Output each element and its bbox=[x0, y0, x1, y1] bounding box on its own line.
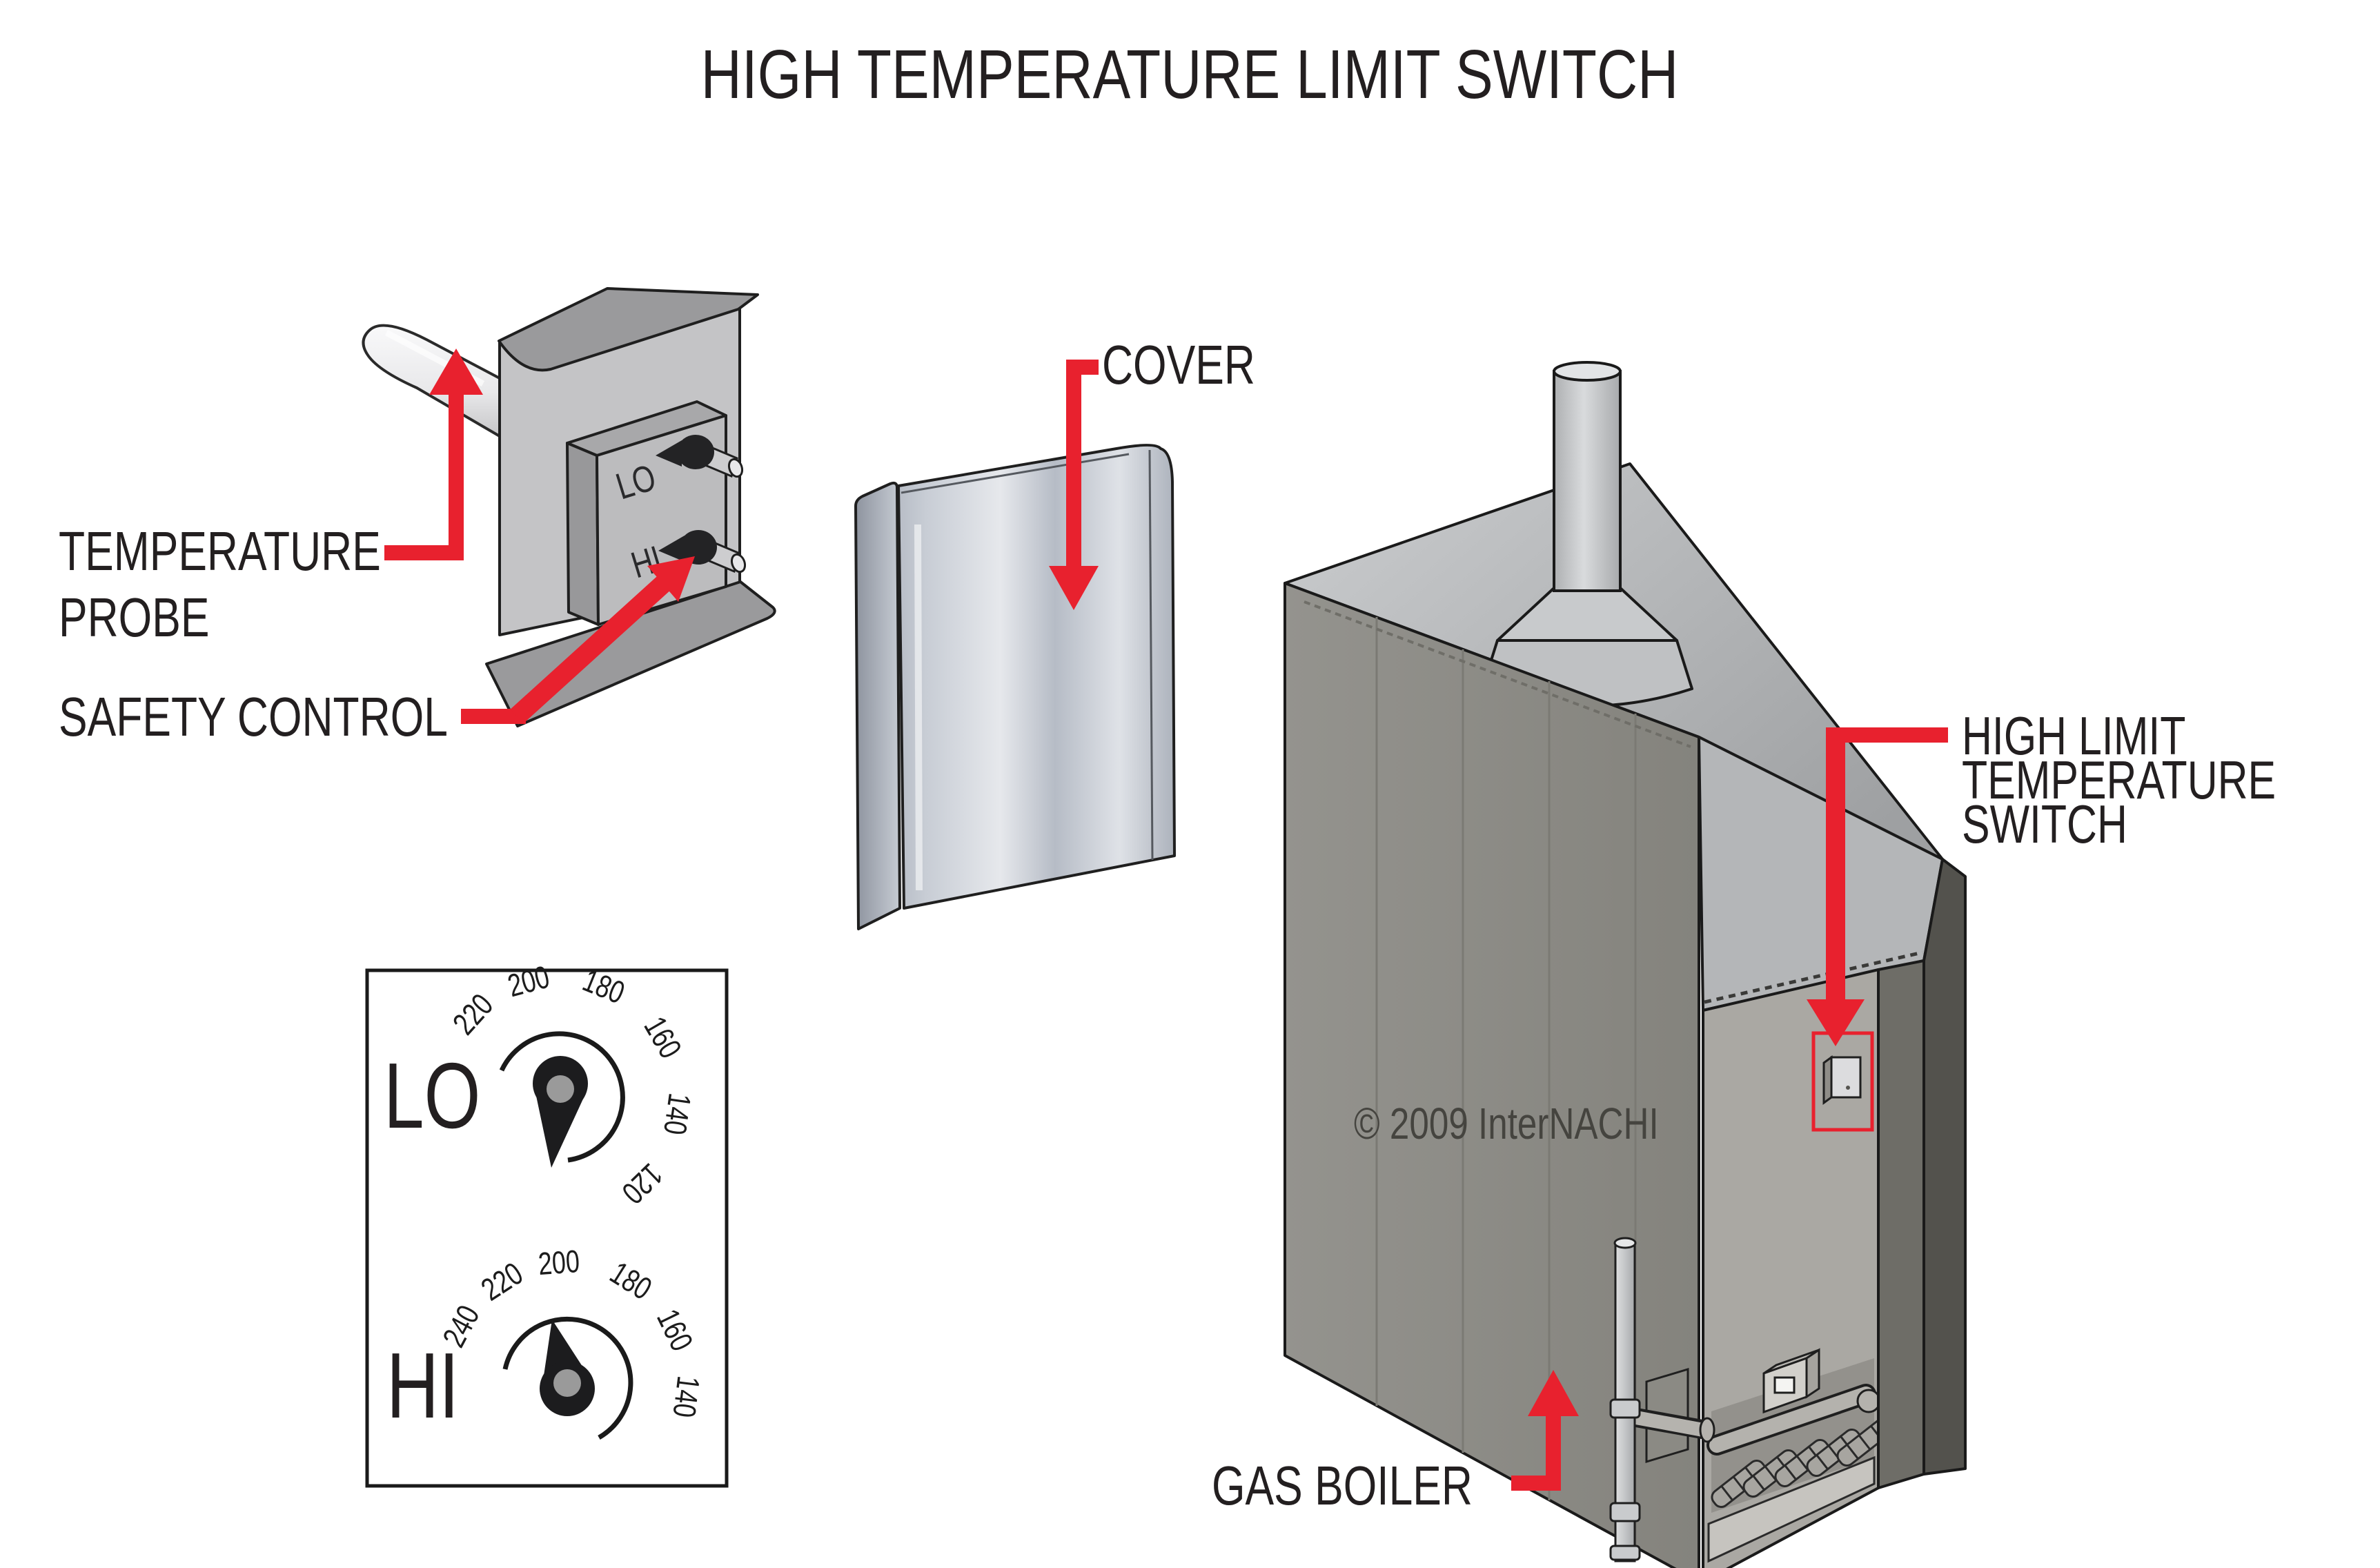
temperature-probe-label-line2: PROBE bbox=[59, 587, 209, 649]
lo-dial-arc bbox=[499, 1031, 625, 1163]
gas-boiler-label: GAS BOILER bbox=[1212, 1456, 1473, 1517]
gas-boiler-leader-arrow-icon bbox=[1511, 1370, 1579, 1491]
flue-pipe-opening bbox=[1553, 361, 1622, 382]
high-limit-label-line1: HIGH LIMIT bbox=[1962, 706, 2185, 766]
cover-shape bbox=[854, 444, 1176, 930]
lo-knob-icon bbox=[656, 435, 744, 478]
lo-dial-knob-center bbox=[547, 1075, 574, 1103]
cover-right-edge-line bbox=[1148, 449, 1154, 861]
high-limit-label-line2: TEMPERATURE bbox=[1962, 750, 2276, 810]
side-top-serration bbox=[1304, 600, 1691, 748]
hi-dial-arc bbox=[502, 1316, 633, 1440]
temperature-probe-leader-arrow-icon bbox=[384, 349, 483, 560]
burner-tray bbox=[1707, 1456, 1876, 1563]
cover-label: COVER bbox=[1102, 335, 1255, 396]
boiler-front-right-frame bbox=[1877, 959, 1925, 1489]
cover-top-edge-line bbox=[901, 453, 1130, 494]
top-lip-serration-1 bbox=[1704, 950, 1923, 1004]
dial-detail-panel: LO 220 200 180 160 140 120 HI 240 220 20… bbox=[365, 959, 729, 1488]
copyright-text: © 2009 InterNACHI bbox=[1354, 1100, 1659, 1149]
gas-manifold bbox=[1707, 1384, 1881, 1456]
safety-control-label: SAFETY CONTROL bbox=[59, 687, 448, 748]
hi-knob-icon bbox=[658, 530, 747, 574]
dial-tick-label: 140 bbox=[666, 1374, 706, 1420]
cover-highlight bbox=[914, 524, 923, 891]
high-limit-label-line3: SWITCH bbox=[1962, 794, 2127, 854]
high-limit-leader-arrow-icon bbox=[1807, 727, 1948, 1046]
high-limit-switch-shape bbox=[1822, 1055, 1862, 1105]
safety-control-assembly: LO HI bbox=[362, 287, 776, 727]
bracket-top-flange bbox=[498, 287, 759, 372]
page-title: HIGH TEMPERATURE LIMIT SWITCH bbox=[701, 36, 1679, 113]
lo-dial-name: LO bbox=[384, 1043, 480, 1148]
dial-tick-label: 200 bbox=[537, 1244, 580, 1282]
gas-boiler: © 2009 InterNACHI bbox=[1284, 361, 1967, 1568]
control-box-side bbox=[566, 442, 600, 626]
boiler-right-edge bbox=[1922, 858, 1967, 1476]
lo-dial-pointer bbox=[536, 1096, 584, 1168]
boiler-side-face bbox=[1284, 582, 1700, 1568]
hi-dial-knob-center bbox=[553, 1369, 581, 1397]
safety-control-leader-arrow-icon bbox=[461, 556, 695, 724]
gas-supply-pipe bbox=[1609, 1237, 1715, 1562]
temperature-probe-label-line1: TEMPERATURE bbox=[59, 521, 381, 582]
temperature-probe-shape bbox=[362, 324, 501, 438]
cover-face bbox=[897, 444, 1176, 910]
cover-left-flange bbox=[854, 481, 901, 930]
gas-valve bbox=[1762, 1348, 1820, 1414]
flue-upper-pipe bbox=[1553, 370, 1622, 592]
cover-leader-arrow-icon bbox=[1049, 360, 1099, 610]
dial-tick-label: 140 bbox=[657, 1091, 698, 1137]
hi-dial-name: HI bbox=[386, 1333, 459, 1438]
